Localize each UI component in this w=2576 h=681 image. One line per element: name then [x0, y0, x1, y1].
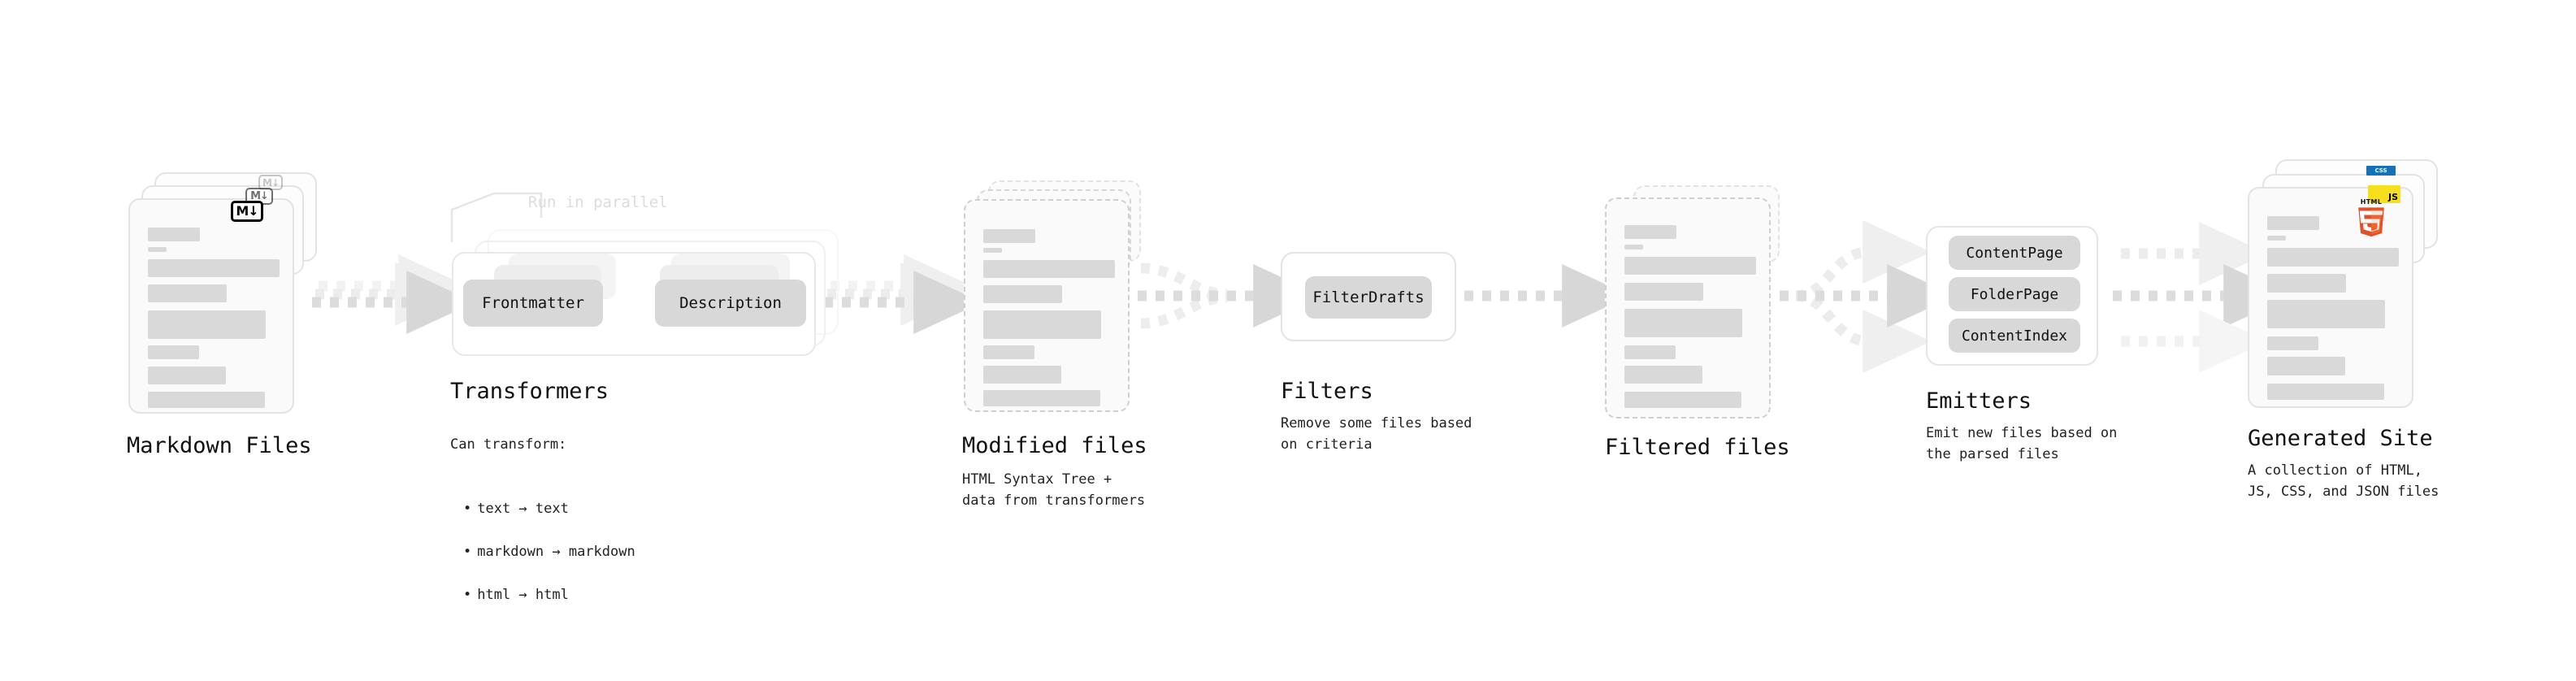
transformers-bullet-item: markdown → markdown	[463, 541, 635, 562]
skeleton-line	[1624, 309, 1742, 337]
stage-desc-generated-site: A collection of HTML, JS, CSS, and JSON …	[2248, 462, 2439, 501]
skeleton-heading	[148, 228, 200, 241]
emitter-pill-contentindex[interactable]: ContentIndex	[1949, 319, 2080, 353]
skeleton-line	[2267, 384, 2384, 400]
skeleton-line	[1624, 257, 1756, 275]
stage-desc-modified-files: HTML Syntax Tree + data from transformer…	[962, 471, 1146, 510]
arrow-filtered-to-emitters	[1762, 220, 1956, 373]
arrow-markdown-to-transformers	[312, 254, 475, 334]
skeleton-line	[1624, 345, 1676, 359]
skeleton-line	[148, 345, 199, 359]
skeleton-line	[2267, 336, 2318, 350]
skeleton-line	[1624, 283, 1703, 301]
skeleton-line	[983, 285, 1062, 303]
skeleton-line	[983, 345, 1034, 359]
modified-card-front	[964, 199, 1130, 412]
transformer-pill-frontmatter[interactable]: Frontmatter	[463, 280, 603, 327]
run-in-parallel-callout	[450, 192, 543, 242]
skeleton-line	[148, 284, 227, 302]
arrow-emitters-to-site	[2113, 222, 2292, 373]
skeleton-line	[2267, 274, 2346, 293]
transformers-bullet-item: text → text	[463, 498, 635, 519]
stage-title-generated-site: Generated Site	[2248, 426, 2433, 451]
transformer-pill-description[interactable]: Description	[655, 280, 806, 327]
stage-title-markdown-files: Markdown Files	[127, 433, 312, 458]
skeleton-line	[148, 392, 265, 408]
markdown-card-front	[128, 198, 294, 414]
skeleton-line	[1624, 366, 1702, 384]
run-in-parallel-label: Run in parallel	[528, 193, 668, 211]
skeleton-line	[2267, 248, 2399, 267]
skeleton-line	[2267, 357, 2345, 375]
stage-title-emitters: Emitters	[1926, 388, 2032, 414]
skeleton-line	[983, 366, 1061, 384]
svg-text:HTML: HTML	[2361, 198, 2383, 206]
js-badge-icon: JS	[2368, 185, 2400, 203]
markdown-badge-icon: M↓	[231, 201, 263, 222]
transformers-bullet-list: text → text markdown → markdown html → h…	[450, 477, 635, 627]
transformers-desc-intro: Can transform:	[450, 436, 567, 453]
arrow-modified-to-filters	[1138, 262, 1322, 329]
skeleton-subheading	[1624, 245, 1643, 249]
skeleton-heading	[983, 229, 1035, 243]
skeleton-line	[983, 390, 1100, 406]
skeleton-heading	[2267, 216, 2319, 230]
stage-title-filtered-files: Filtered files	[1605, 435, 1790, 460]
skeleton-heading	[1624, 225, 1676, 239]
markdown-badge-back: M↓	[258, 175, 283, 190]
stage-title-modified-files: Modified files	[962, 433, 1147, 458]
transformers-bullet-item: html → html	[463, 584, 635, 605]
skeleton-line	[148, 310, 266, 339]
skeleton-line	[148, 367, 226, 384]
filter-pill-filterdrafts[interactable]: FilterDrafts	[1305, 276, 1432, 319]
skeleton-line	[983, 260, 1115, 278]
emitter-pill-contentpage[interactable]: ContentPage	[1949, 236, 2080, 270]
arrow-transformers-to-modified	[824, 254, 982, 334]
stage-desc-emitters: Emit new files based on the parsed files	[1926, 425, 2118, 463]
stage-desc-filters: Remove some files based on criteria	[1281, 415, 1472, 453]
stage-title-transformers: Transformers	[450, 379, 609, 404]
skeleton-line	[2267, 300, 2385, 328]
stage-title-filters: Filters	[1281, 379, 1373, 404]
skeleton-subheading	[983, 248, 1002, 253]
html5-badge-icon: HTML	[2358, 198, 2384, 237]
skeleton-line	[983, 310, 1101, 339]
css3-badge-icon: CSS	[2366, 166, 2396, 176]
skeleton-line	[148, 259, 280, 277]
emitter-pill-folderpage[interactable]: FolderPage	[1949, 277, 2080, 311]
skeleton-subheading	[148, 247, 167, 252]
skeleton-subheading	[2267, 236, 2286, 241]
filtered-card-front	[1605, 197, 1771, 419]
stage-desc-transformers: Can transform: text → text markdown → ma…	[450, 413, 635, 648]
skeleton-line	[1624, 392, 1741, 408]
site-card-front	[2248, 187, 2413, 408]
